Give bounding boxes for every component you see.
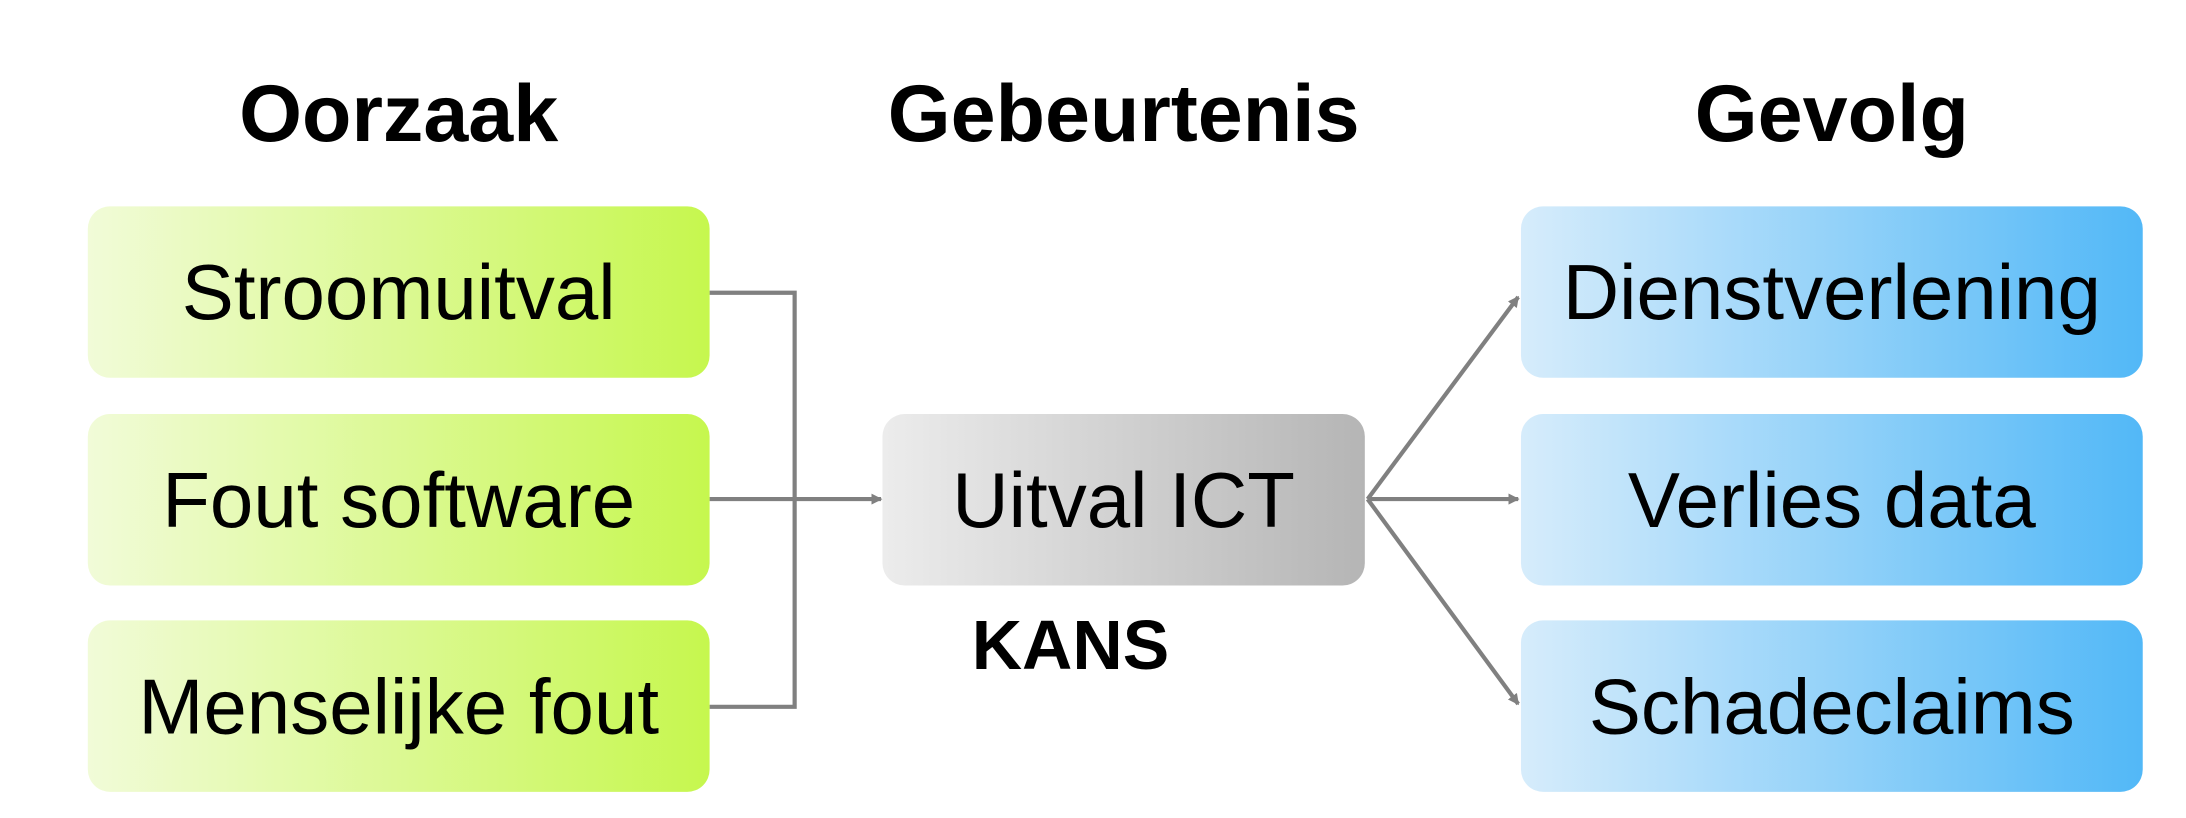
heading-effect: Gevolg bbox=[1694, 68, 1969, 159]
event-box: Uitval ICT bbox=[882, 414, 1365, 586]
arrow-to-effect-1 bbox=[1365, 295, 1520, 501]
arrow-to-effect-3 bbox=[1365, 497, 1520, 706]
cause-box: Fout software bbox=[87, 414, 710, 586]
probability-label: KANS bbox=[971, 606, 1170, 685]
effect-box: Schadeclaims bbox=[1520, 620, 2143, 792]
heading-event: Gebeurtenis bbox=[887, 68, 1360, 159]
heading-cause: Oorzaak bbox=[239, 68, 559, 159]
effect-box: Verlies data bbox=[1520, 414, 2143, 586]
cause-box: Stroomuitval bbox=[87, 206, 710, 378]
cause-box: Menselijke fout bbox=[87, 620, 710, 792]
effect-box: Dienstverlening bbox=[1520, 206, 2143, 378]
